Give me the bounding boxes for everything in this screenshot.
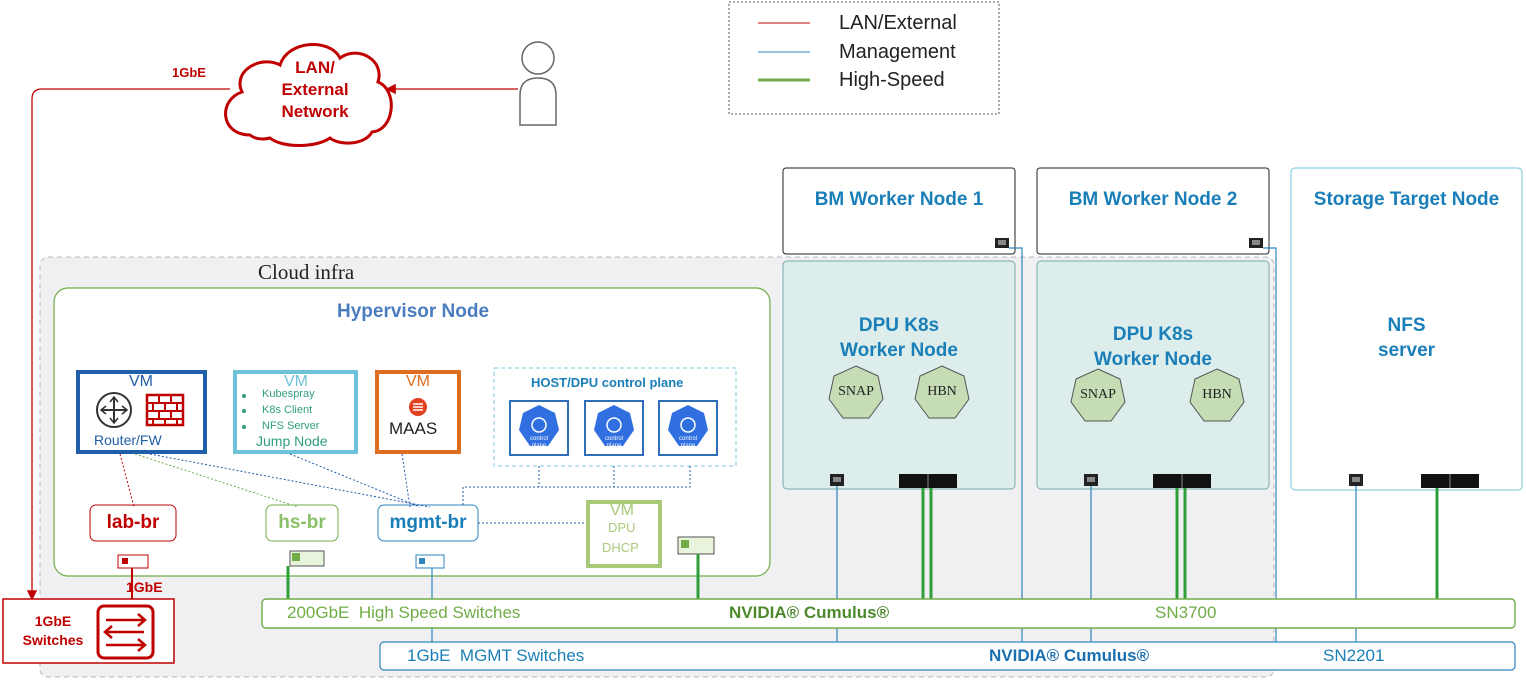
storage-node-title: Storage Target Node <box>1313 189 1500 210</box>
bm-node-2-box <box>1036 167 1270 255</box>
cloud-label: LAN/ External Network <box>281 58 349 121</box>
hbn-1-label: HBN <box>927 384 957 399</box>
dhcp-vm-tag: VM <box>610 502 634 519</box>
hbn-2-label: HBN <box>1202 387 1232 402</box>
hs-switch-vendor: NVIDIA® Cumulus® <box>729 603 890 622</box>
cloud-infra-label: Cloud infra <box>258 260 355 284</box>
hs-switch-model: SN3700 <box>1155 603 1217 622</box>
jump-item-k8s-client: K8s Client <box>262 404 313 416</box>
control-plane-icon-3 <box>658 400 718 456</box>
jump-vm-box <box>233 370 358 454</box>
dpu-node-1-box <box>782 260 1016 490</box>
legend-box <box>728 1 1000 115</box>
hs-switch-bar <box>261 598 1516 629</box>
mgmt-switch-model: SN2201 <box>1323 646 1385 665</box>
router-vm-label: Router/FW <box>94 432 162 448</box>
bm-node-2-title: BM Worker Node 2 <box>1068 189 1238 210</box>
dpu-node-1-title: DPU K8s Worker Node <box>840 315 958 361</box>
dpu-node-2-title: DPU K8s Worker Node <box>1094 324 1212 370</box>
legend-label-hs: High-Speed <box>839 69 945 91</box>
nic-mgmt <box>415 554 445 569</box>
bm-node-1-box <box>782 167 1016 255</box>
switch-1g-link-label: 1GbE <box>126 579 163 595</box>
control-plane-caption-2: control plane <box>604 436 623 449</box>
jump-item-nfs-server: NFS Server <box>262 420 320 432</box>
jump-vm-tag: VM <box>284 373 308 390</box>
cloud-link-label: 1GbE <box>172 65 206 80</box>
snap-2-shape <box>1070 368 1126 422</box>
maas-icon <box>409 398 427 416</box>
switch-1g-label: 1GbE Switches <box>22 613 84 648</box>
hypervisor-title: Hypervisor Node <box>337 301 490 322</box>
mgmt-switch-bar <box>379 641 1516 671</box>
jump-vm-label: Jump Node <box>256 433 328 449</box>
firewall-icon <box>145 393 185 427</box>
dpu2-mgmt-port <box>1084 474 1098 486</box>
maas-vm-label: MAAS <box>389 419 438 438</box>
nic-hs <box>289 550 325 567</box>
cloud-shape <box>224 43 393 147</box>
control-plane-title: HOST/DPU control plane <box>531 375 684 390</box>
control-plane-caption-3: control plane <box>678 436 697 449</box>
user-icon <box>519 41 557 126</box>
jump-item-kubespray: Kubespray <box>262 388 315 400</box>
snap-1-label: SNAP <box>838 384 874 399</box>
mgmt-br-label: mgmt-br <box>389 512 467 533</box>
dpu1-mgmt-port <box>830 474 844 486</box>
storage-mgmt-port <box>1349 474 1363 486</box>
dpu-node-2-box <box>1036 260 1270 490</box>
dhcp-vm-line1: DPU <box>608 520 636 535</box>
dhcp-vm-box <box>586 500 662 568</box>
legend-label-mgmt: Management <box>839 41 956 63</box>
mgmt-switch-vendor: NVIDIA® Cumulus® <box>989 646 1150 665</box>
lab-br-label: lab-br <box>106 512 160 533</box>
snap-2-label: SNAP <box>1080 387 1116 402</box>
bm2-port <box>1249 238 1263 248</box>
hs-br-label: hs-br <box>278 512 326 533</box>
legend-label-lan: LAN/External <box>839 12 957 34</box>
hbn-1-shape <box>914 365 970 419</box>
maas-vm-tag: VM <box>406 373 430 390</box>
bm1-port <box>995 238 1009 248</box>
dhcp-vm-line2: DHCP <box>602 540 639 555</box>
control-plane-caption-1: control plane <box>529 436 548 449</box>
hs-switch-name: 200GbE High Speed Switches <box>287 603 521 622</box>
snap-1-shape <box>828 365 884 419</box>
storage-node-box <box>1290 167 1523 491</box>
router-icon <box>96 392 132 428</box>
control-plane-icon-2 <box>584 400 644 456</box>
nic-lab <box>117 554 149 569</box>
hs-br-box <box>265 504 339 542</box>
router-vm-tag: VM <box>129 373 153 390</box>
hbn-2-shape <box>1189 368 1245 422</box>
control-plane-icon-1 <box>509 400 569 456</box>
mgmt-switch-name: 1GbE MGMT Switches <box>407 646 585 665</box>
switch-arrows-icon <box>96 604 155 660</box>
bm-node-1-title: BM Worker Node 1 <box>814 189 984 210</box>
nfs-server-title: NFS server <box>1377 315 1436 361</box>
nic-dhcp <box>677 536 715 555</box>
